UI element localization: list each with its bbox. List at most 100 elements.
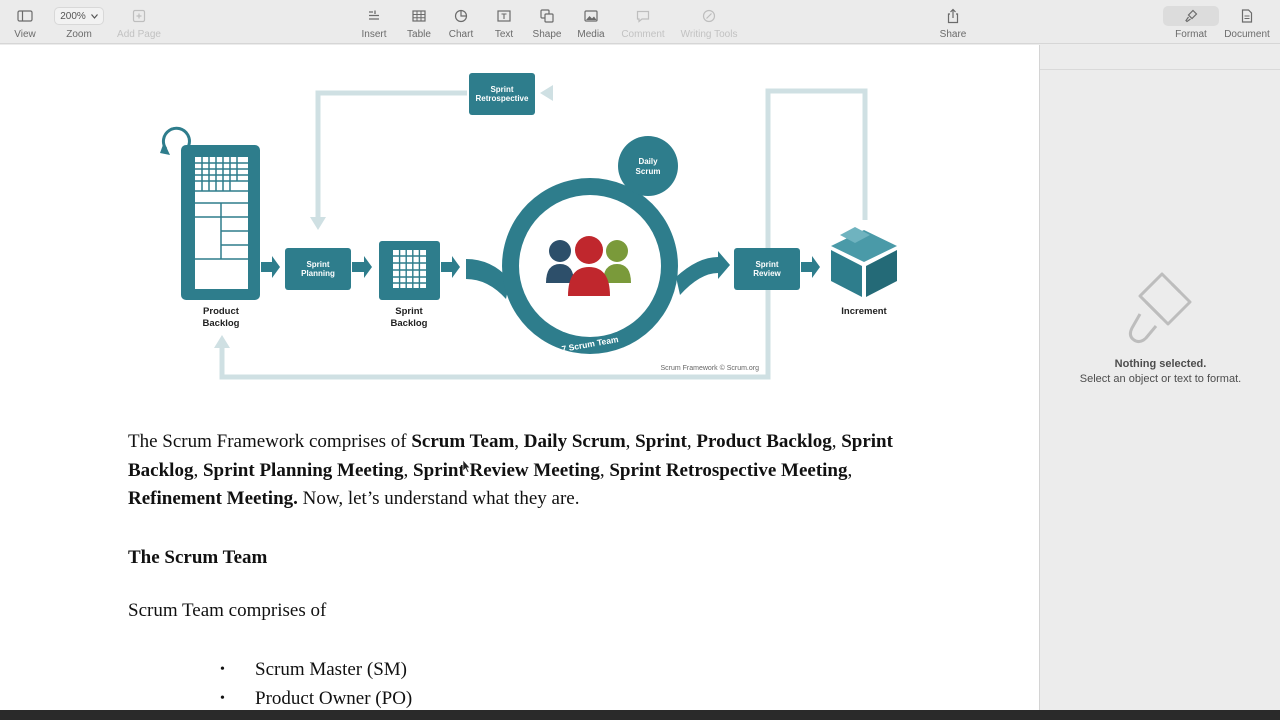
zoom-label: Zoom	[66, 29, 92, 40]
comment-label: Comment	[621, 29, 665, 40]
zoom-select[interactable]: 200%	[54, 7, 104, 25]
share-icon	[946, 6, 960, 26]
list-item-text: Product Owner (PO)	[255, 687, 413, 709]
term-sprint-retrospective-meeting: Sprint Retrospective Meeting	[609, 459, 848, 481]
sprint-review-label-2: Review	[753, 269, 781, 278]
swoosh-out	[676, 251, 730, 295]
term-sprint-planning-meeting: Sprint Planning Meeting	[202, 459, 404, 481]
term-sprint-backlog: Sprint Backlog	[128, 431, 893, 481]
format-selected-bg	[1163, 6, 1219, 26]
list-item[interactable]: • Product Owner (PO)	[220, 685, 412, 711]
daily-scrum-bubble	[618, 136, 678, 196]
zoom-value: 200%	[60, 10, 86, 22]
sprint-retrospective-box	[469, 73, 535, 115]
term-scrum-team: Scrum Team	[411, 431, 515, 452]
format-sidebar: Nothing selected. Select an object or te…	[1039, 45, 1280, 710]
insert-button[interactable]: Insert	[342, 6, 406, 40]
media-icon	[584, 6, 598, 26]
text-run: The Scrum Framework comprises of	[128, 431, 412, 452]
feedback-loop-lines	[219, 88, 868, 380]
share-button[interactable]: Share	[921, 6, 985, 40]
document-button[interactable]: Document	[1215, 6, 1279, 40]
text-button[interactable]: Text	[472, 6, 536, 40]
arrow-icon	[441, 256, 460, 278]
zoom-control[interactable]: 200% Zoom	[47, 6, 111, 40]
sidebar-icon	[17, 6, 33, 26]
writing-tools-button[interactable]: Writing Tools	[677, 6, 741, 40]
insert-icon	[367, 6, 381, 26]
writing-tools-icon	[702, 6, 716, 26]
text-run: ,	[831, 431, 842, 452]
daily-scrum-label-2: Scrum	[636, 167, 661, 176]
bottom-edge	[0, 710, 1280, 720]
sprint-backlog-icon	[379, 241, 440, 300]
scrum-team-intro[interactable]: Scrum Team comprises of	[128, 600, 327, 621]
text-box-icon	[497, 6, 511, 26]
sidebar-divider	[1040, 69, 1280, 70]
scrum-team-list: •Scrum Master (SM) • Product Owner (PO)	[220, 656, 412, 710]
add-page-icon	[132, 6, 146, 26]
term-product-backlog: Product Backlog	[696, 431, 832, 452]
daily-scrum-label: Daily	[638, 157, 658, 166]
writing-tools-label: Writing Tools	[680, 29, 738, 40]
format-label: Format	[1175, 29, 1207, 40]
text-run: ,	[625, 431, 636, 452]
swoosh-in	[466, 259, 510, 299]
table-icon	[412, 6, 426, 26]
sprint-retrospective-label-2: Retrospective	[476, 94, 529, 103]
insert-label: Insert	[361, 29, 387, 40]
text-run: ,	[599, 459, 610, 481]
media-label: Media	[577, 29, 605, 40]
diagram-credit: Scrum Framework © Scrum.org	[660, 364, 759, 372]
view-button[interactable]: View	[0, 6, 57, 40]
list-item[interactable]: •Scrum Master (SM)	[220, 656, 412, 685]
chart-label: Chart	[448, 29, 474, 40]
nothing-selected-title: Nothing selected.	[1114, 358, 1207, 370]
comment-icon	[636, 6, 650, 26]
chevron-down-icon	[90, 13, 98, 19]
comment-button[interactable]: Comment	[611, 6, 675, 40]
chart-icon	[454, 6, 468, 26]
chart-button[interactable]: Chart	[429, 6, 493, 40]
text-run: ,	[514, 431, 524, 452]
text-cursor-icon	[462, 459, 470, 473]
feedback-arrowheads	[214, 85, 553, 348]
scrum-framework-diagram[interactable]: Product Backlog Sprint Planning Sprint B…	[0, 45, 1039, 390]
sprint-cycle-icon	[502, 178, 678, 354]
product-backlog-label: Product	[203, 306, 240, 317]
sprint-review-box	[734, 248, 800, 290]
shape-icon	[540, 6, 554, 26]
paintbrush-icon	[1128, 272, 1192, 344]
term-refinement-meeting: Refinement Meeting.	[128, 488, 298, 509]
add-page-button[interactable]: Add Page	[107, 6, 171, 40]
toolbar: View 200% Zoom Add Page Insert Table Cha…	[0, 0, 1280, 44]
add-page-label: Add Page	[117, 29, 161, 40]
media-button[interactable]: Media	[559, 6, 623, 40]
shape-button[interactable]: Shape	[515, 6, 579, 40]
table-label: Table	[407, 29, 431, 40]
nothing-selected-hint: Select an object or text to format.	[1079, 373, 1242, 385]
sprint-review-label: Sprint	[755, 260, 778, 269]
scrum-team-people-icon	[546, 236, 631, 296]
product-backlog-icon	[160, 126, 260, 300]
text-label: Text	[494, 29, 514, 40]
product-backlog-label-2: Backlog	[203, 318, 240, 329]
format-button[interactable]: Format	[1159, 6, 1223, 40]
document-icon	[1241, 6, 1253, 26]
bullet-marker: •	[220, 690, 225, 706]
document-canvas[interactable]: Product Backlog Sprint Planning Sprint B…	[0, 45, 1039, 710]
text-run: ,	[403, 459, 414, 481]
document-label: Document	[1224, 29, 1270, 40]
bullet-marker: •	[220, 662, 225, 677]
view-label: View	[14, 29, 36, 40]
sprint-backlog-label-2: Backlog	[391, 318, 428, 329]
table-button[interactable]: Table	[387, 6, 451, 40]
arrow-icon	[352, 256, 372, 278]
text-run: ,	[193, 459, 203, 481]
text-run: ,	[847, 459, 853, 481]
shape-label: Shape	[532, 29, 562, 40]
share-label: Share	[939, 29, 967, 40]
section-heading[interactable]: The Scrum Team	[128, 547, 268, 568]
term-sprint-review-meeting: Sprint Review Meeting	[413, 459, 600, 481]
framework-paragraph[interactable]: The Scrum Framework comprises of Scrum T…	[128, 428, 928, 514]
